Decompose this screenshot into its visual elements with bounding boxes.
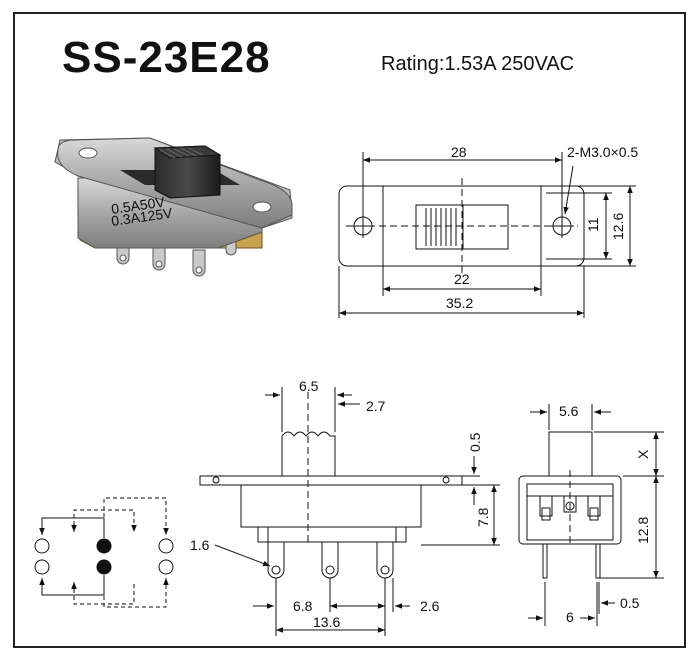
dim-11: 11 [585, 217, 601, 232]
front-view-body [240, 484, 422, 528]
side-view-knob [548, 431, 593, 477]
dim-6-8: 6.8 [293, 598, 313, 614]
dim-1-6: 1.6 [190, 537, 210, 553]
front-view [199, 387, 500, 636]
dim-0-5-flange: 0.5 [467, 432, 483, 452]
side-view [518, 404, 664, 626]
dim-thread: 2-M3.0×0.5 [567, 144, 638, 160]
dim-0-5-pin: 0.5 [620, 595, 640, 611]
dim-x: X [635, 449, 651, 459]
photo-print-line1: 0.5A50V [110, 194, 166, 217]
photo-terminals [116, 235, 237, 277]
front-view-knob [281, 431, 336, 476]
dim-5-6: 5.6 [559, 403, 579, 419]
dim-22: 22 [454, 271, 470, 287]
switch-photo: 0.5A50V 0.3A125V [54, 137, 293, 277]
dim-6: 6 [566, 609, 574, 625]
drawing-frame [13, 12, 686, 648]
dim-7-8: 7.8 [475, 507, 491, 527]
dim-12-6: 12.6 [610, 213, 626, 240]
top-view-knob [415, 204, 464, 250]
dim-12-8: 12.8 [635, 517, 651, 544]
dim-35-2: 35.2 [446, 295, 473, 311]
model-title: SS-23E28 [62, 33, 271, 82]
dim-2-6: 2.6 [420, 598, 440, 614]
top-view [338, 152, 636, 318]
rating-text: Rating:1.53A 250VAC [381, 53, 575, 75]
dim-6-5: 6.5 [299, 378, 319, 394]
photo-knob [153, 145, 222, 199]
dim-2-7: 2.7 [366, 398, 386, 414]
dim-13-6: 13.6 [313, 614, 340, 630]
wiring-schematic [34, 497, 174, 608]
dim-28: 28 [451, 144, 467, 160]
front-view-terminals [267, 542, 394, 579]
front-view-flange [199, 475, 463, 486]
